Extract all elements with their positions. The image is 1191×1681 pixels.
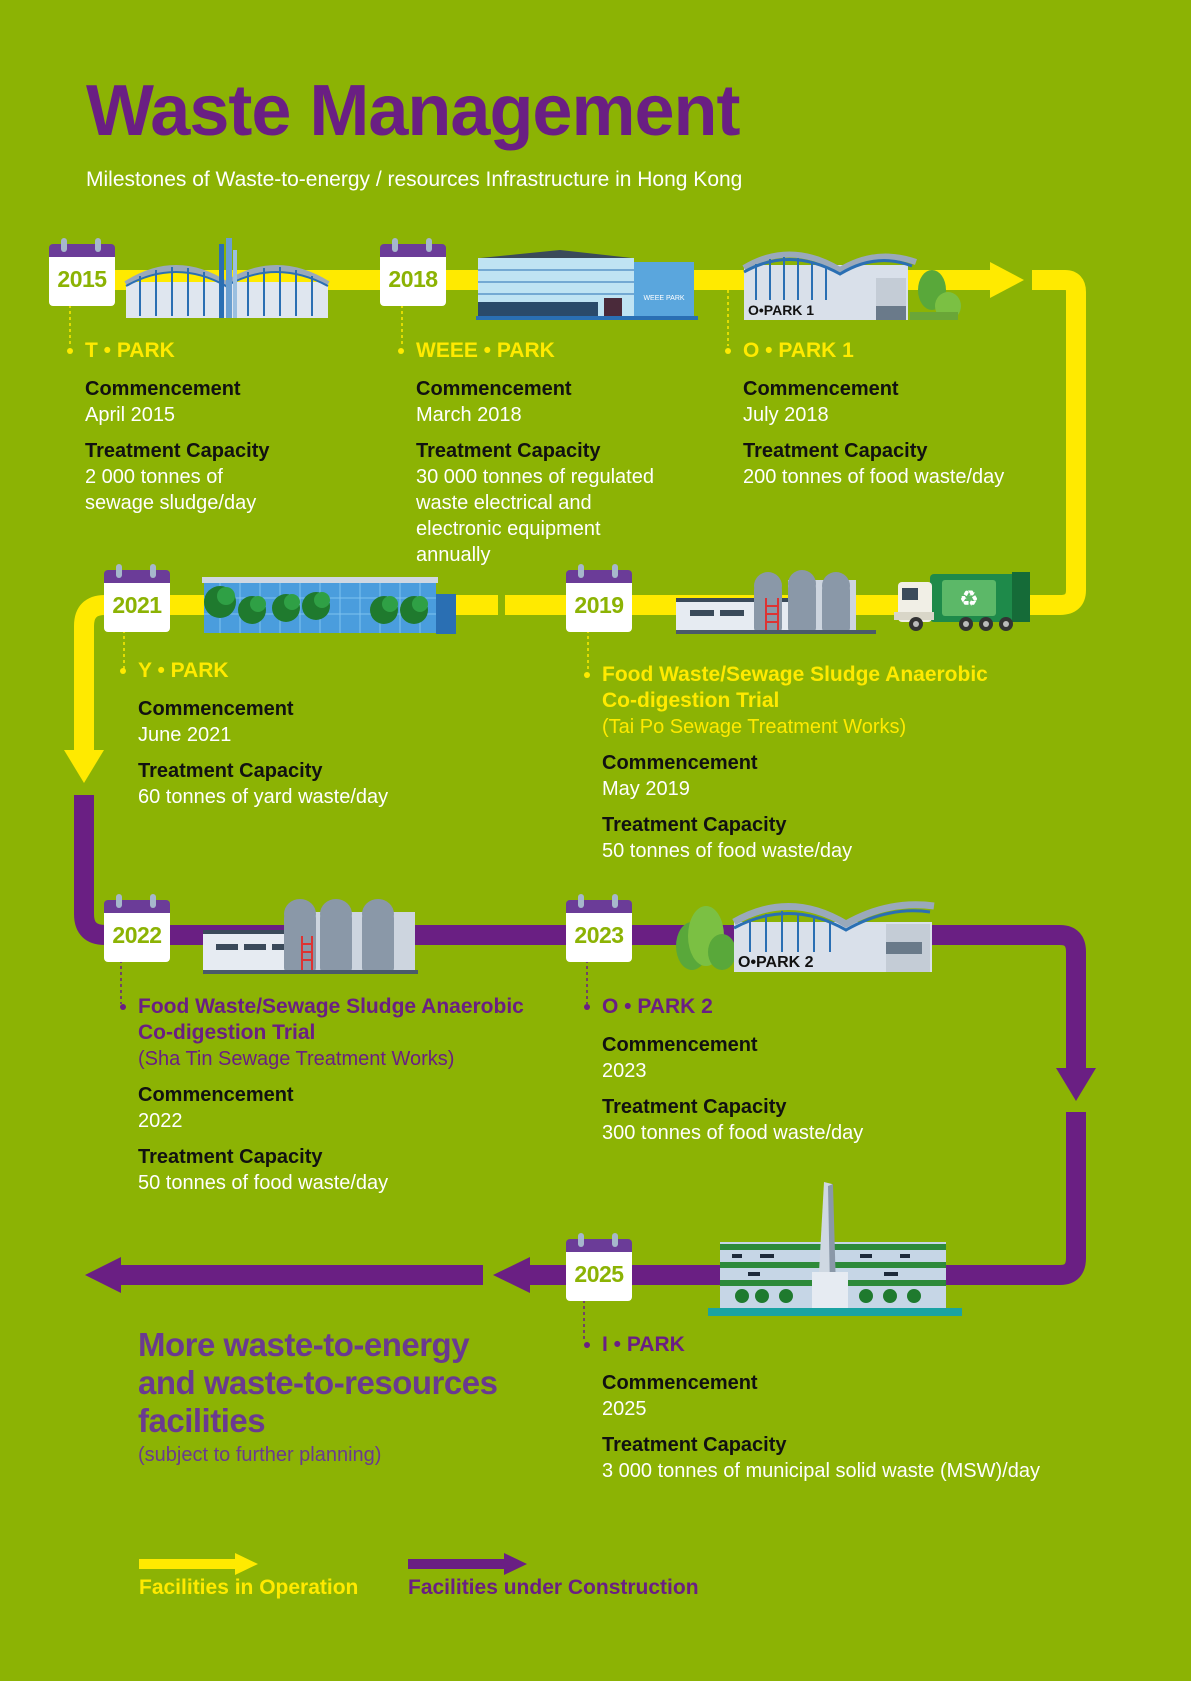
commencement-label: Commencement: [416, 378, 572, 400]
opark2-label-text: O•PARK 2: [738, 954, 814, 971]
facility-name: Food Waste/Sewage Sludge Anaerobic Co-di…: [120, 994, 568, 1046]
commencement-value: 2025: [602, 1398, 647, 1420]
calendar-icon-2025: 2025: [566, 1233, 632, 1301]
calendar-icon-2023: 2023: [566, 894, 632, 962]
capacity-label: Treatment Capacity: [138, 760, 323, 782]
future-facilities-note: (subject to further planning): [138, 1444, 382, 1466]
milestone-ipark: I • PARK Commencement 2025 Treatment Cap…: [584, 1332, 1122, 1484]
year-label: 2021: [112, 592, 162, 618]
facility-name: O • PARK 1: [725, 338, 1073, 364]
calendar-icon-2021: 2021: [104, 564, 170, 632]
calendar-icon-2015: 2015: [49, 238, 115, 306]
capacity-label: Treatment Capacity: [416, 440, 601, 462]
facility-name: T • PARK: [67, 338, 385, 364]
operation-arrowhead-down: [64, 750, 104, 783]
milestone-shatin-codigestion: Food Waste/Sewage Sludge Anaerobic Co-di…: [120, 994, 568, 1196]
capacity-value: 3 000 tonnes of municipal solid waste (M…: [602, 1460, 1040, 1482]
construction-arrowhead-left-2: [85, 1257, 121, 1293]
facility-name: WEEE • PARK: [398, 338, 716, 364]
commencement-label: Commencement: [602, 1372, 758, 1394]
legend-construction-arrow: [408, 1553, 527, 1575]
opark2-building-icon: O•PARK 2: [676, 901, 935, 972]
milestone-opark2: O • PARK 2 Commencement 2023 Treatment C…: [584, 994, 1022, 1146]
construction-arrowhead-left-1: [493, 1257, 530, 1293]
commencement-label: Commencement: [602, 1034, 758, 1056]
capacity-label: Treatment Capacity: [743, 440, 928, 462]
commencement-value: June 2021: [138, 724, 232, 746]
commencement-label: Commencement: [602, 752, 758, 774]
page-subtitle: Milestones of Waste-to-energy / resource…: [86, 168, 743, 191]
milestone-ypark: Y • PARK Commencement June 2021 Treatmen…: [120, 658, 478, 810]
commencement-value: March 2018: [416, 404, 522, 426]
commencement-label: Commencement: [85, 378, 241, 400]
capacity-value: 50 tonnes of food waste/day: [138, 1172, 389, 1194]
calendar-icon-2022: 2022: [104, 894, 170, 962]
opark1-label-text: O•PARK 1: [748, 302, 814, 318]
commencement-value: July 2018: [743, 404, 829, 426]
facility-name: Food Waste/Sewage Sludge Anaerobic Co-di…: [584, 662, 1062, 714]
legend-operation-label: Facilities in Operation: [139, 1576, 359, 1599]
calendar-icon-2018: 2018: [380, 238, 446, 306]
construction-arrowhead-down: [1056, 1068, 1096, 1101]
milestone-opark1: O • PARK 1 Commencement July 2018 Treatm…: [725, 338, 1073, 490]
weee-park-building-icon: WEEE PARK: [476, 250, 698, 320]
facility-name: I • PARK: [584, 1332, 1122, 1358]
year-label: 2018: [388, 266, 438, 292]
commencement-value: 2022: [138, 1110, 183, 1132]
calendar-icon-2019: 2019: [566, 564, 632, 632]
shatin-digester-icon: [203, 899, 418, 974]
facility-location: (Tai Po Sewage Treatment Works): [602, 716, 907, 738]
ipark-building-icon: [708, 1182, 962, 1316]
ypark-building-icon: [202, 577, 456, 634]
capacity-value: 60 tonnes of yard waste/day: [138, 786, 389, 808]
facility-location: (Sha Tin Sewage Treatment Works): [138, 1048, 455, 1070]
year-label: 2015: [57, 266, 107, 292]
taipo-digester-icon: [676, 570, 876, 634]
commencement-value: 2023: [602, 1060, 647, 1082]
svg-text:♻: ♻: [959, 587, 979, 612]
capacity-value: waste electrical and: [416, 492, 592, 514]
commencement-value: April 2015: [85, 404, 176, 426]
legend-construction-label: Facilities under Construction: [408, 1576, 699, 1599]
commencement-label: Commencement: [138, 698, 294, 720]
capacity-label: Treatment Capacity: [85, 440, 270, 462]
commencement-label: Commencement: [743, 378, 899, 400]
capacity-value: 300 tonnes of food waste/day: [602, 1122, 864, 1144]
legend-operation-arrow: [139, 1553, 258, 1575]
milestone-weee-park: WEEE • PARK Commencement March 2018 Trea…: [398, 338, 716, 568]
milestone-tpark: T • PARK Commencement April 2015 Treatme…: [67, 338, 385, 516]
page-title: Waste Management: [86, 71, 740, 151]
weee-sign-text: WEEE PARK: [643, 295, 684, 302]
capacity-label: Treatment Capacity: [602, 1434, 787, 1456]
capacity-label: Treatment Capacity: [602, 1096, 787, 1118]
commencement-label: Commencement: [138, 1084, 294, 1106]
operation-arrowhead-right: [990, 262, 1024, 298]
year-label: 2025: [574, 1261, 624, 1287]
garbage-truck-icon: ♻: [894, 572, 1030, 631]
capacity-value: 2 000 tonnes of: [85, 466, 223, 488]
capacity-value: 200 tonnes of food waste/day: [743, 466, 1005, 488]
year-label: 2019: [574, 592, 624, 618]
year-label: 2023: [574, 922, 624, 948]
capacity-label: Treatment Capacity: [138, 1146, 323, 1168]
milestone-taipo-codigestion: Food Waste/Sewage Sludge Anaerobic Co-di…: [584, 662, 1062, 864]
year-label: 2022: [112, 922, 162, 948]
future-facilities-title: More waste-to-energy and waste-to-resour…: [138, 1326, 498, 1439]
capacity-value: 50 tonnes of food waste/day: [602, 840, 853, 862]
opark1-building-icon: O•PARK 1: [742, 251, 961, 320]
capacity-label: Treatment Capacity: [602, 814, 787, 836]
capacity-value: sewage sludge/day: [85, 492, 257, 514]
commencement-value: May 2019: [602, 778, 690, 800]
tpark-building-icon: [124, 238, 330, 318]
capacity-value: electronic equipment: [416, 518, 601, 540]
connectors: [69, 290, 729, 672]
facility-name: Y • PARK: [120, 658, 478, 684]
capacity-value: annually: [416, 544, 491, 566]
capacity-value: 30 000 tonnes of regulated: [416, 466, 654, 488]
facility-name: O • PARK 2: [584, 994, 1022, 1020]
